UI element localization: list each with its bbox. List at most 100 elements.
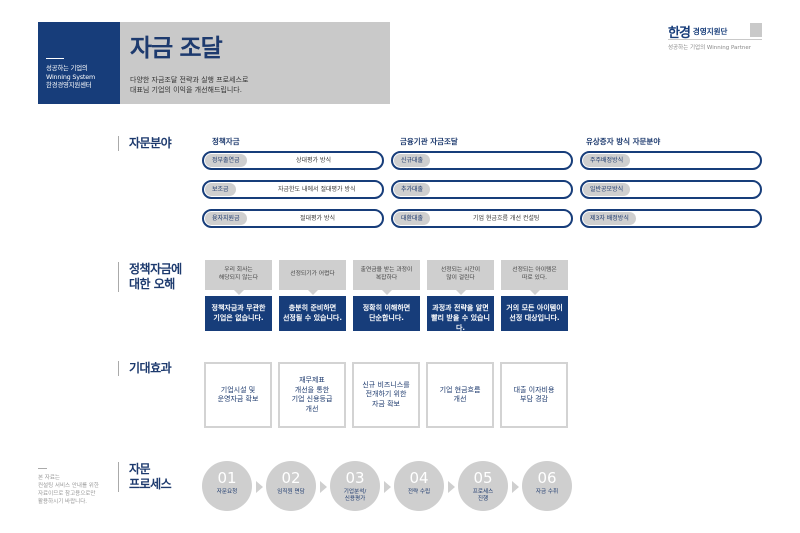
myth-answer-line: 과정과 전략을 알면 [432, 304, 489, 312]
effect-line: 신규 비즈니스를 [362, 380, 410, 389]
myth-question: 우리 회사는 해당되지 않는다 [205, 260, 272, 290]
footnote-line: 컨설팅 서비스 안내를 위한 [38, 483, 99, 489]
arrow-right-icon [448, 481, 455, 493]
effect-line: 기업 현금흐름 [439, 385, 481, 394]
process-step: 05 프로세스 진행 [458, 461, 508, 511]
advisory-item-value: 절대평가 방식 [300, 215, 336, 222]
myth-answer: 거의 모든 아이템이 선정 대상입니다. [501, 296, 568, 331]
myth-card: 우리 회사는 해당되지 않는다 정책자금과 무관한 기업은 없습니다. [205, 260, 272, 331]
effect-line: 개선을 통한 [294, 385, 330, 394]
side-line: 성공하는 기업의 [46, 64, 88, 72]
section-title-text: 자문분야 [129, 136, 172, 150]
footnote-line: 자료이므로 참고용으로만 [38, 491, 96, 497]
advisory-item: 주주배정방식 [580, 151, 762, 170]
myth-answer-line: 선정될 수 있습니다. [282, 314, 343, 322]
process-step-number: 06 [537, 469, 557, 487]
process-step-label: 전략 수립 [407, 489, 431, 495]
process-step-label: 자문요청 [216, 489, 238, 495]
effect-line: 전개하기 위한 [365, 390, 407, 399]
section-title-myths: 정책자금에 대한 오해 [118, 262, 182, 292]
effect-line: 개선 [453, 395, 467, 403]
advisory-item-tag: 일반공모방식 [583, 183, 631, 196]
advisory-item: 보조금 자금한도 내에서 절대평가 방식 [202, 180, 384, 199]
description-line: 대표님 기업의 이익을 개선해드립니다. [130, 86, 242, 94]
section-title-advisory: 자문분야 [118, 136, 172, 151]
myth-answer-line: 기업은 없습니다. [213, 314, 264, 322]
page-description: 다양한 자금조달 전략과 실행 프로세스로 대표님 기업의 이익을 개선해드립니… [130, 75, 248, 95]
arrow-right-icon [384, 481, 391, 493]
section-title-text: 자문 [129, 462, 151, 476]
advisory-item-tag: 추가대출 [394, 183, 431, 196]
advisory-item: 일반공모방식 [580, 180, 762, 199]
myth-question-line: 복잡하다 [375, 275, 398, 281]
down-arrow-icon [529, 290, 540, 295]
section-title-text: 기대효과 [129, 361, 172, 375]
advisory-item-value: 자금한도 내에서 절대평가 방식 [278, 186, 356, 193]
advisory-item-tag: 주주배정방식 [583, 154, 631, 167]
arrow-right-icon [512, 481, 519, 493]
section-title-text: 프로세스 [129, 477, 172, 491]
effect-line: 부담 경감 [520, 395, 548, 403]
side-rule [46, 58, 64, 59]
myth-answer-line: 거의 모든 아이템이 [506, 304, 563, 312]
footnote-rule [38, 468, 47, 469]
advisory-item-value: 상대평가 방식 [296, 157, 332, 164]
effect-line: 기업시설 및 [220, 385, 256, 394]
process-step-number: 02 [281, 469, 301, 487]
down-arrow-icon [455, 290, 466, 295]
advisory-item-value: 기업 현금흐름 개선 컨설팅 [473, 215, 540, 222]
myth-question-line: 많이 걸린다 [446, 275, 475, 281]
myth-answer-line: 단순합니다. [369, 314, 404, 322]
arrow-right-icon [320, 481, 327, 493]
header-side-box: 성공하는 기업의 Winning System 한경경영지원센터 [38, 22, 120, 104]
advisory-item: 신규대출 [391, 151, 573, 170]
footnote-line: 활용하시기 바랍니다. [38, 499, 88, 505]
effect-line: 운영자금 확보 [217, 395, 259, 403]
advisory-item: 정부출연금 상대평가 방식 [202, 151, 384, 170]
myth-answer-line: 선정 대상입니다. [509, 314, 560, 322]
advisory-column-title: 금융기관 자금조달 [400, 137, 458, 146]
advisory-item-tag: 보조금 [205, 183, 236, 196]
section-title-text: 대한 오해 [129, 277, 175, 291]
process-step-number: 05 [473, 469, 493, 487]
title-box: 자금 조달 다양한 자금조달 전략과 실행 프로세스로 대표님 기업의 이익을 … [120, 22, 390, 104]
footnote-line: 본 자료는 [38, 475, 60, 481]
down-arrow-icon [307, 290, 318, 295]
advisory-item-tag: 융자지원금 [205, 212, 247, 225]
advisory-item-tag: 대환대출 [394, 212, 431, 225]
brand-logo: 한경 경영지원단 성공하는 기업의 Winning Partner [668, 22, 762, 51]
myth-answer-line: 정책자금과 무관한 [211, 304, 266, 312]
process-step: 02 임직원 면담 [266, 461, 316, 511]
myth-card: 선정되는 아이템은 따로 있다. 거의 모든 아이템이 선정 대상입니다. [501, 260, 568, 331]
effect-card: 대출 이자비용 부담 경감 [500, 362, 568, 428]
process-step-label: 신용평가 [344, 496, 366, 502]
myth-question: 선정되는 시간이 많이 걸린다 [427, 260, 494, 290]
advisory-item-tag: 정부출연금 [205, 154, 247, 167]
myth-answer: 과정과 전략을 알면 빨리 받을 수 있습니다. [427, 296, 494, 332]
myth-question: 출연금을 받는 과정이 복잡하다 [353, 260, 420, 290]
myth-answer-line: 빨리 받을 수 있습니다. [431, 314, 490, 332]
process-step: 03 기업분석/ 신용평가 [330, 461, 380, 511]
process-step-number: 01 [217, 469, 237, 487]
myth-card: 선정되기가 어렵다 충분히 준비하면 선정될 수 있습니다. [279, 260, 346, 331]
footnote: 본 자료는 컨설팅 서비스 안내를 위한 자료이므로 참고용으로만 활용하시기 … [38, 468, 99, 506]
effect-line: 개선 [305, 404, 319, 413]
myth-question-line: 선정되는 시간이 [440, 267, 481, 273]
myth-answer: 정책자금과 무관한 기업은 없습니다. [205, 296, 272, 331]
process-step-label: 임직원 면담 [277, 489, 305, 495]
advisory-column-title: 유상증자 방식 자문분야 [586, 137, 661, 146]
section-title-text: 정책자금에 [129, 262, 182, 276]
advisory-column-title: 정책자금 [212, 137, 240, 146]
effect-card: 기업시설 및 운영자금 확보 [204, 362, 272, 428]
effect-card: 신규 비즈니스를 전개하기 위한 자금 확보 [352, 362, 420, 428]
myth-answer: 충분히 준비하면 선정될 수 있습니다. [279, 296, 346, 331]
down-arrow-icon [233, 290, 244, 295]
myth-question-line: 우리 회사는 [224, 267, 253, 273]
myth-answer-line: 정확히 이해하면 [362, 304, 411, 312]
brand-rule [668, 39, 762, 40]
myth-question-line: 선정되기가 어렵다 [290, 271, 335, 277]
advisory-item: 제3자 배정방식 [580, 209, 762, 228]
process-step: 04 전략 수립 [394, 461, 444, 511]
section-title-process: 자문 프로세스 [118, 462, 172, 492]
advisory-item: 융자지원금 절대평가 방식 [202, 209, 384, 228]
